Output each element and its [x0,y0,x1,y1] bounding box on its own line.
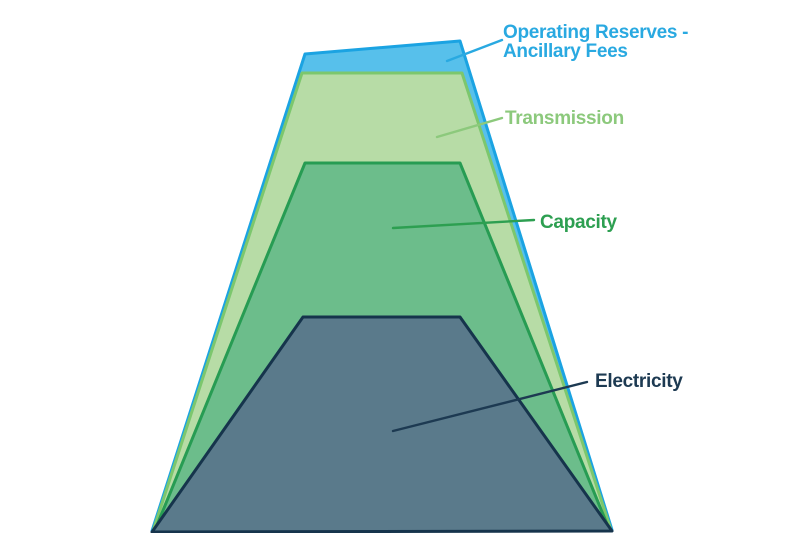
label-operating-reserves-line2: Ancillary Fees [503,41,628,62]
label-capacity: Capacity [540,212,618,233]
leader-line-transmission [435,116,504,139]
label-transmission: Transmission [505,108,624,129]
label-electricity: Electricity [595,371,683,392]
label-operating-reserves-line1: Operating Reserves - [503,22,688,43]
leader-line-electricity [391,380,589,433]
leader-line-operating-reserves [445,38,504,63]
leader-line-capacity [391,218,536,230]
layer-electricity [150,315,614,533]
